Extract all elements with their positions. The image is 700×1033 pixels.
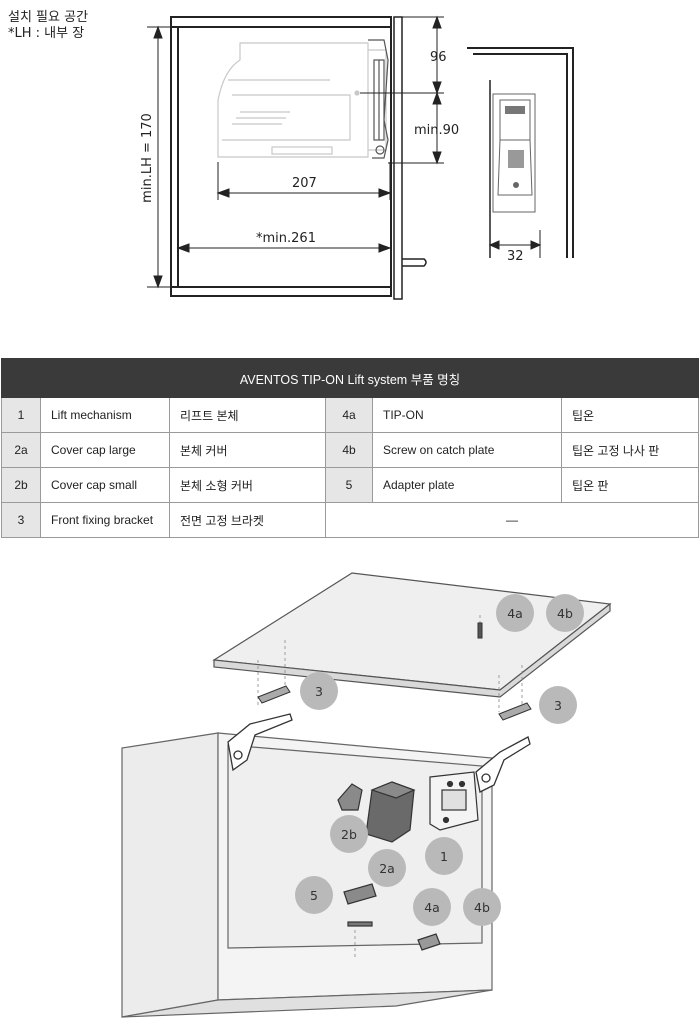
part-number: 5 (325, 467, 373, 503)
part-number: 1 (1, 397, 41, 433)
installation-note: 설치 필요 공간 *LH : 내부 장 (8, 10, 88, 42)
note-title: 설치 필요 공간 (8, 10, 89, 25)
screw (477, 622, 483, 639)
exploded-assembly-drawing (121, 572, 612, 1018)
part-number: 2b (1, 467, 41, 503)
callout-4b-bottom: 4b (463, 888, 501, 926)
part-name-en: Adapter plate (372, 467, 562, 503)
callout-3-right: 3 (539, 686, 577, 724)
parts-table: AVENTOS TIP-ON Lift system 부품 명칭 1 Lift … (1, 358, 699, 538)
cabinet-box (121, 732, 493, 1018)
callout-2a: 2a (368, 849, 406, 887)
lift-mechanism-body (429, 771, 479, 831)
table-row: 2b Cover cap small 본체 소형 커버 5 Adapter pl… (1, 467, 699, 503)
part-name-ko: 리프트 본체 (169, 397, 326, 433)
part-number: 4a (325, 397, 373, 433)
mechanism-depth-label: 207 (292, 176, 317, 191)
depth-dimension-207 (216, 162, 392, 200)
part-name-ko: 팁온 (561, 397, 699, 433)
part-number: 2a (1, 432, 41, 468)
callout-2b: 2b (330, 815, 368, 853)
table-row: 2a Cover cap large 본체 커버 4b Screw on cat… (1, 432, 699, 468)
part-name-ko: 본체 커버 (169, 432, 326, 468)
part-name-en: Cover cap large (40, 432, 170, 468)
part-name-en: Front fixing bracket (40, 502, 170, 538)
part-number: 4b (325, 432, 373, 468)
hinge-detail (368, 39, 389, 159)
table-header-row: AVENTOS TIP-ON Lift system 부품 명칭 (1, 358, 699, 398)
installation-space-drawing: min.LH = 170 96 min.90 207 *min.261 (140, 15, 574, 300)
depth-dimension-261 (176, 243, 392, 253)
table-row: 3 Front fixing bracket 전면 고정 브라켓 — (1, 502, 699, 538)
part-name-en: TIP-ON (372, 397, 562, 433)
note-legend: *LH : 내부 장 (8, 26, 85, 41)
front-fixing-bracket (257, 685, 532, 721)
mechanism-height-label: min.90 (414, 123, 459, 138)
part-name-ko: 팁온 고정 나사 판 (561, 432, 699, 468)
side-detail (467, 47, 574, 258)
right-dimensions (360, 15, 444, 165)
callout-1: 1 (425, 837, 463, 875)
adapter-plate (343, 883, 377, 927)
part-name-en: Lift mechanism (40, 397, 170, 433)
lift-mechanism-outline (217, 42, 387, 158)
inner-depth-label: *min.261 (256, 231, 316, 246)
empty-cell: — (325, 502, 699, 538)
cabinet-section (170, 16, 427, 300)
cover-cap-small (337, 783, 363, 811)
callout-4b-top: 4b (546, 594, 584, 632)
part-number: 3 (1, 502, 41, 538)
height-dimension-label: min.LH = 170 (140, 113, 155, 203)
part-name-ko: 전면 고정 브라켓 (169, 502, 326, 538)
callout-4a-top: 4a (496, 594, 534, 632)
lift-mechanism-arms (227, 713, 531, 793)
table-row: 1 Lift mechanism 리프트 본체 4a TIP-ON 팁온 (1, 397, 699, 433)
lid-panel (212, 572, 612, 698)
table-title: AVENTOS TIP-ON Lift system 부품 명칭 (1, 358, 699, 398)
part-name-en: Screw on catch plate (372, 432, 562, 468)
top-gap-label: 96 (430, 50, 447, 65)
side-depth-dimension (488, 240, 542, 250)
tip-on-unit (417, 933, 441, 951)
part-name-ko: 본체 소형 커버 (169, 467, 326, 503)
part-name-en: Cover cap small (40, 467, 170, 503)
side-depth-label: 32 (507, 249, 524, 264)
height-dimension (147, 25, 178, 289)
callout-5: 5 (295, 876, 333, 914)
callout-3-left: 3 (300, 672, 338, 710)
callout-4a-bottom: 4a (413, 888, 451, 926)
part-name-ko: 팁온 판 (561, 467, 699, 503)
